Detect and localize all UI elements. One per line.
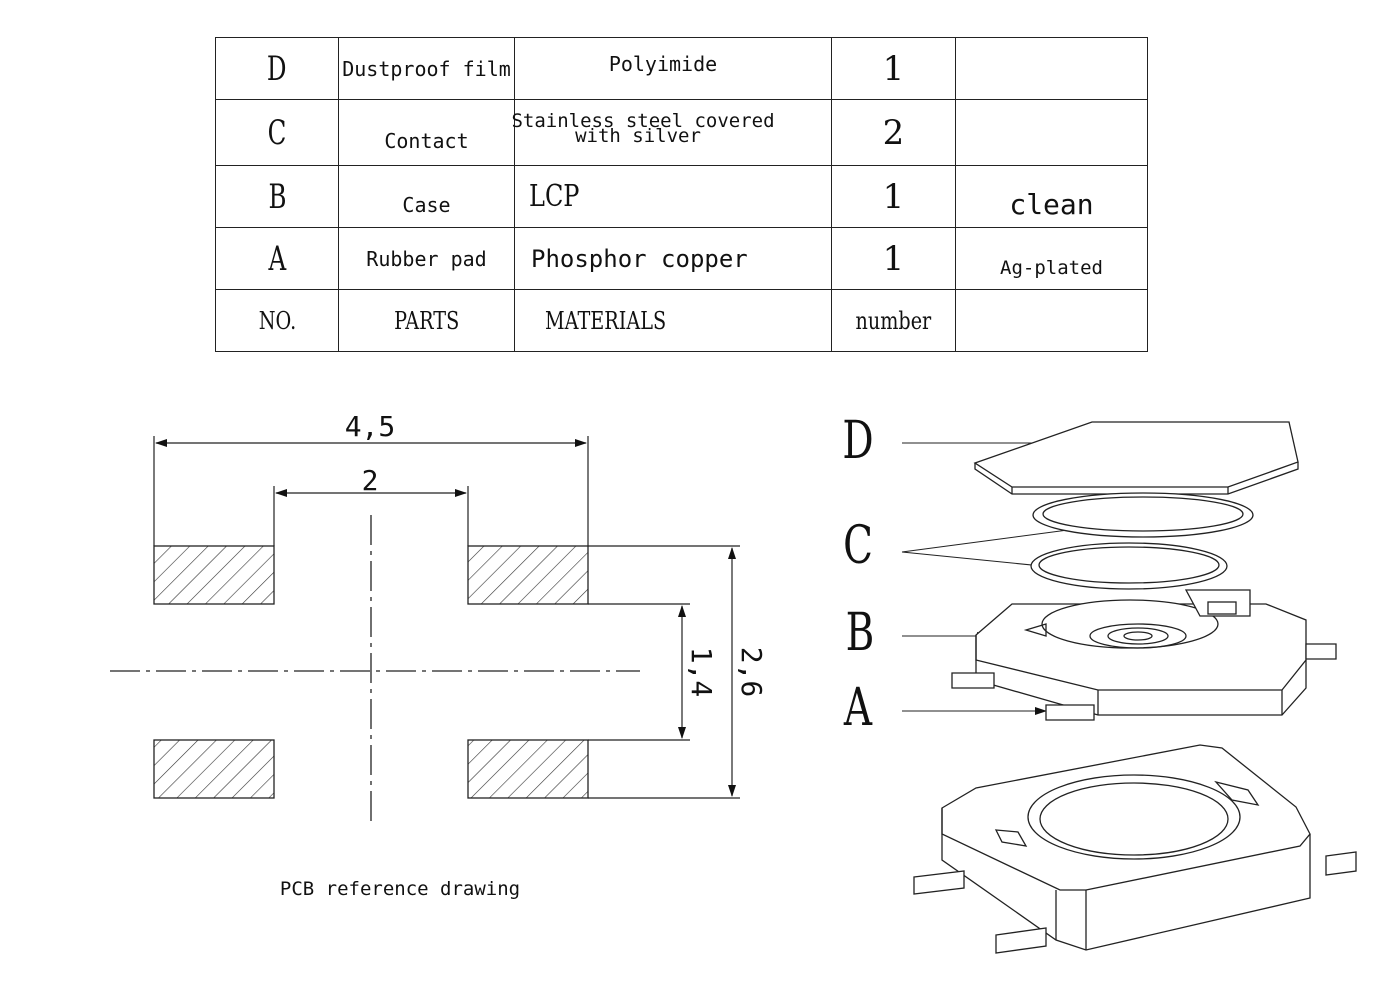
dim-inner-height-label: 1,4 xyxy=(685,647,718,698)
header-parts: PARTS xyxy=(393,306,460,335)
pad-bottom-right xyxy=(467,739,589,799)
label-d: D xyxy=(842,409,873,470)
label-c: C xyxy=(843,514,873,575)
pcb-footprint xyxy=(110,515,640,825)
part-b-case xyxy=(975,589,1307,716)
assembled-switch xyxy=(913,744,1357,954)
dim-inner-gap-label: 2 xyxy=(362,464,379,497)
pad-bottom-left xyxy=(153,739,275,799)
part-c-contacts xyxy=(1030,492,1254,590)
exploded-labels: D C B A xyxy=(842,409,874,737)
label-b: B xyxy=(846,601,875,662)
table-row: D Dustproof film Polyimide 1 xyxy=(215,37,1148,100)
quantity: 1 xyxy=(882,176,905,217)
pad-top-right xyxy=(467,545,589,605)
table-row: B Case LCP 1 clean xyxy=(215,165,1148,228)
material: LCP xyxy=(529,179,580,214)
quantity: 1 xyxy=(882,48,905,89)
part-d-film xyxy=(973,421,1299,495)
header-no: NO. xyxy=(258,306,296,335)
header-materials: MATERIALS xyxy=(545,306,667,335)
label-a: A xyxy=(843,676,873,737)
part-id: B xyxy=(268,176,286,217)
material: Phosphor copper xyxy=(531,244,748,273)
quantity: 2 xyxy=(882,112,905,153)
part-id: A xyxy=(268,238,286,279)
part-name: Contact xyxy=(384,129,469,153)
dim-total-height-label: 2,6 xyxy=(735,647,768,698)
remark: clean xyxy=(1009,188,1094,221)
pad-top-left xyxy=(153,545,275,605)
material-continued: with silver xyxy=(575,125,701,147)
remark: Ag-plated xyxy=(1000,257,1103,279)
bom-table: D Dustproof film Polyimide 1 C Contact S… xyxy=(215,37,1148,352)
part-a-terminals xyxy=(951,643,1337,721)
material: Stainless steel covered xyxy=(511,110,775,132)
part-name: Case xyxy=(402,193,451,217)
part-id: C xyxy=(267,112,287,153)
pcb-caption: PCB reference drawing xyxy=(280,878,520,900)
material: Polyimide xyxy=(608,52,718,76)
part-id: D xyxy=(267,48,287,89)
table-header-row: NO. PARTS MATERIALS number xyxy=(215,289,1148,352)
part-name: Rubber pad xyxy=(366,246,487,271)
pcb-dimensions xyxy=(153,436,740,799)
quantity: 1 xyxy=(882,238,905,279)
dim-total-width-label: 4,5 xyxy=(345,410,396,443)
header-number: number xyxy=(855,306,932,335)
part-name: Dustproof film xyxy=(342,56,511,81)
